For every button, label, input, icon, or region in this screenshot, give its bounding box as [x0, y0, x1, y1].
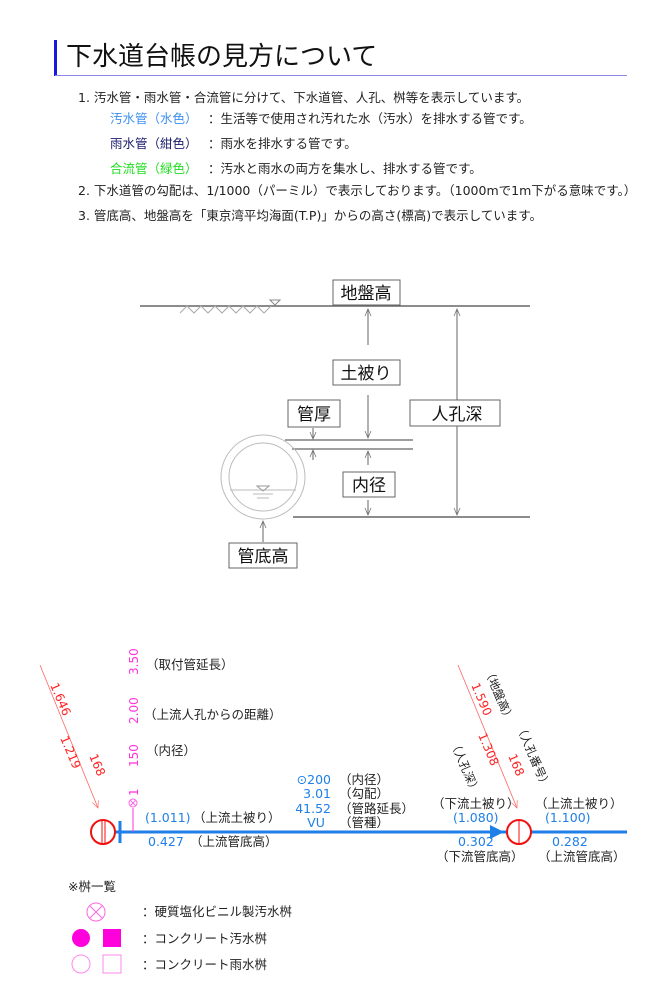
sewage-desc: ：生活等で使用され汚れた水（汚水）を排水する管です。	[208, 111, 532, 126]
next-upstream-bottom: 0.282	[552, 834, 588, 849]
sewage-label: 汚水管（水色）	[110, 111, 198, 126]
downstream-cover-label: （下流土被り）	[432, 796, 520, 811]
pipe-diameter-label: （内径）	[339, 772, 389, 787]
legend-pvc: ：硬質塩化ビニル製汚水桝	[142, 904, 292, 919]
left-manhole-number: 168	[86, 752, 108, 779]
upstream-cover: (1.011)	[145, 810, 191, 825]
upstream-bottom: 0.427	[148, 834, 184, 849]
left-manhole-depth: 1.219	[57, 734, 83, 771]
label-inner-diameter: 内径	[352, 476, 386, 496]
cross-section-diagram	[140, 279, 530, 569]
concrete-rain-square-icon	[102, 954, 122, 974]
box-ground	[332, 279, 401, 306]
pipe-length: 41.52	[295, 801, 331, 816]
lateral-count: 1	[127, 788, 141, 796]
legend: ※桝一覧 ：硬質塩化ビニル製汚水桝 ：コンクリート汚水桝 ：コンクリート雨水桝	[68, 879, 292, 974]
pipe-slope: 3.01	[303, 786, 331, 801]
pvc-inlet-icon	[128, 798, 138, 808]
title-accent-bar	[54, 40, 57, 76]
concrete-rain-round-icon	[71, 954, 91, 974]
box-thickness	[287, 399, 341, 428]
pipe-type-label: （管種）	[339, 815, 389, 830]
box-depth	[409, 399, 501, 427]
left-manhole-leader	[39, 664, 98, 808]
lateral-distance-label: （上流人孔からの距離）	[144, 707, 282, 722]
rain-desc: ：雨水を排水する管です。	[208, 136, 357, 151]
label-pipe-bottom: 管底高	[238, 547, 289, 567]
next-upstream-cover-label: （上流土被り）	[535, 796, 623, 811]
concrete-sewage-square-icon	[103, 929, 121, 947]
right-manhole-leader	[457, 664, 517, 808]
downstream-cover: (1.080)	[453, 810, 499, 825]
left-ground-height: 1.646	[47, 681, 73, 718]
right-manhole-number: 168	[505, 752, 527, 779]
lateral-distance: 2.00	[127, 697, 141, 724]
lateral-length-label: （取付管延長）	[146, 657, 234, 672]
lateral-diameter-label: （内径）	[146, 743, 196, 758]
ground-level-icon	[268, 299, 282, 306]
rain-label: 雨水管（紺色）	[110, 136, 198, 151]
water-level-icon	[255, 485, 271, 492]
upstream-cover-label: （上流土被り）	[193, 810, 281, 825]
box-cover	[332, 359, 401, 386]
pipe-length-label: （管路延長）	[339, 801, 414, 816]
legend-concrete-sewage: ：コンクリート汚水桝	[142, 931, 267, 946]
legend-concrete-rain: ：コンクリート雨水桝	[142, 957, 267, 972]
lateral-length: 3.50	[127, 648, 141, 675]
downstream-bottom: 0.302	[458, 834, 494, 849]
legend-title: ※桝一覧	[68, 879, 116, 894]
pipe-outer-circle	[220, 434, 306, 520]
box-bottom	[228, 542, 298, 569]
label-pipe-thickness: 管厚	[297, 405, 331, 425]
pipe-inner-circle	[228, 442, 298, 512]
title-underline	[55, 75, 627, 76]
pipe-slope-label: （勾配）	[339, 786, 389, 801]
pipe-diameter: ⊙200	[297, 772, 331, 787]
combined-desc: ：汚水と雨水の両方を集水し、排水する管です。	[208, 161, 482, 176]
ground-hatch	[179, 305, 272, 314]
box-diameter	[342, 471, 396, 498]
label-manhole-depth: 人孔深	[432, 405, 483, 425]
next-upstream-cover: (1.100)	[545, 810, 591, 825]
downstream-bottom-label: （下流管底高）	[436, 849, 524, 864]
pvc-inlet-legend-icon	[86, 902, 106, 922]
flow-arrow-icon	[490, 825, 504, 839]
combined-label: 合流管（緑色）	[110, 161, 198, 176]
page-title: 下水道台帳の見方について	[66, 42, 378, 72]
right-depth-label: （人孔深）	[447, 738, 482, 796]
note-2: 2. 下水道管の勾配は、1/1000（パーミル）で表示しております。（1000m…	[78, 183, 637, 198]
label-ground-height: 地盤高	[341, 284, 392, 304]
note-1: 1. 汚水管・雨水管・合流管に分けて、下水道管、人孔、桝等を表示しています。	[78, 90, 530, 105]
left-manhole-icon	[90, 819, 116, 845]
concrete-sewage-round-icon	[72, 929, 90, 947]
right-manhole-depth: 1.308	[475, 731, 501, 768]
note-3: 3. 管底高、地盤高を「東京湾平均海面(T.P)」からの高さ(標高)で表示してい…	[78, 208, 542, 223]
lateral-diameter: 150	[127, 744, 141, 767]
pipe-type: VU	[307, 815, 325, 830]
upstream-bottom-label: （上流管底高）	[190, 834, 278, 849]
right-manhole-icon	[506, 819, 532, 845]
label-cover: 土被り	[341, 364, 392, 384]
next-upstream-bottom-label: （上流管底高）	[538, 849, 626, 864]
plan-diagram	[39, 664, 627, 845]
